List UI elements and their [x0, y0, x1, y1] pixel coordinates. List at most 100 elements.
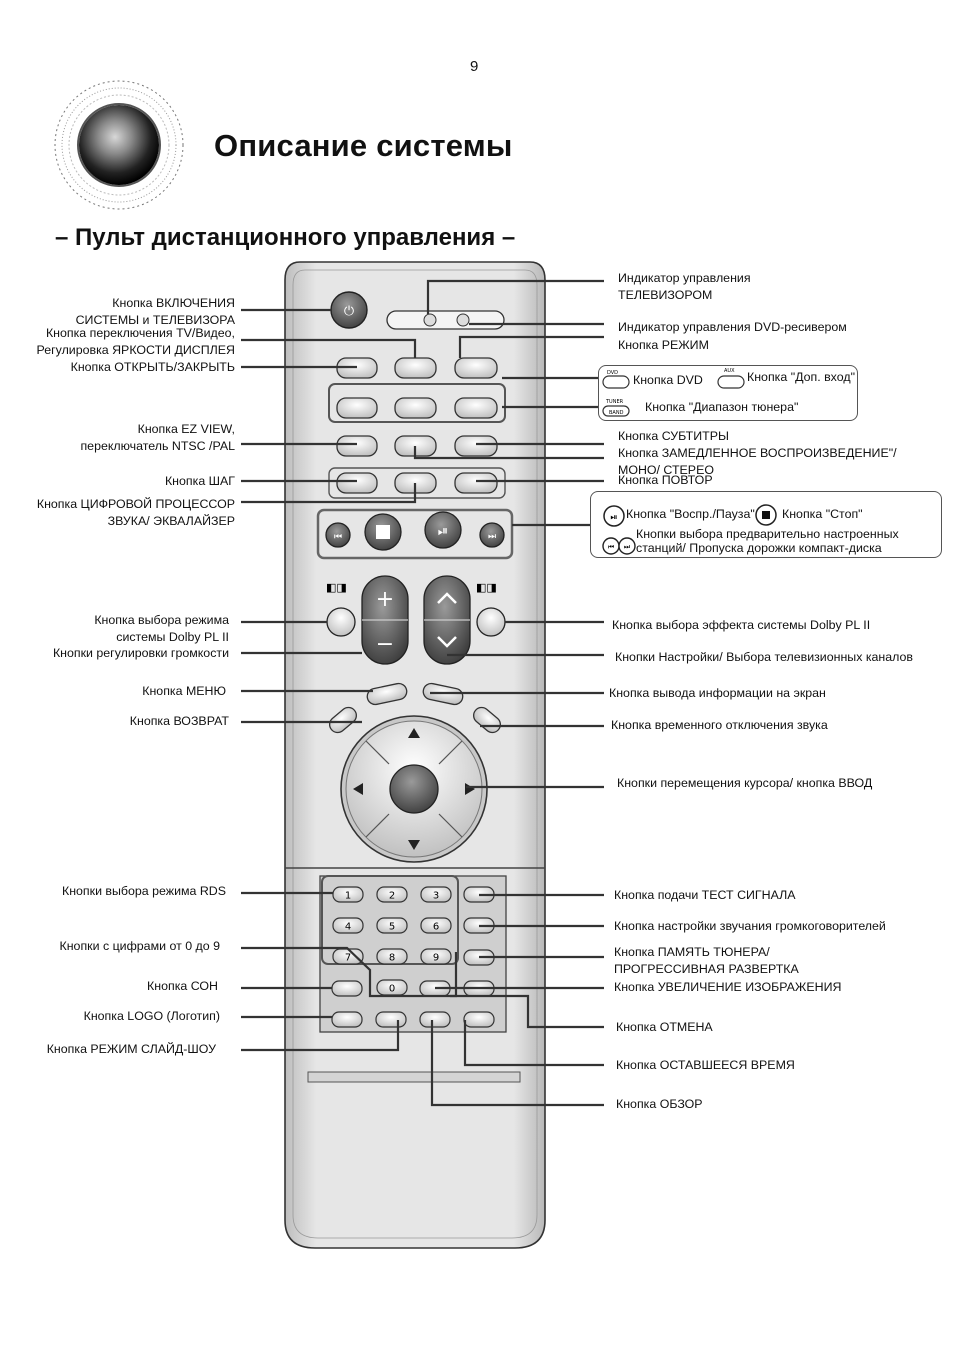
label-cursor: Кнопки перемещения курсора/ кнопка ВВОД	[617, 776, 873, 790]
dolby-left-icon: ◧◨	[326, 581, 347, 594]
power-button[interactable]: ⏻	[330, 291, 368, 329]
label-dvd-indicator: Индикатор управления DVD-ресивером	[618, 320, 847, 334]
label-skip-2: станций/ Пропуска дорожки компакт-диска	[636, 541, 882, 555]
channel-up-icon	[437, 592, 457, 604]
number-key-4[interactable]	[332, 917, 364, 934]
svg-text:⏭: ⏭	[488, 532, 496, 542]
label-info: Кнопка вывода информации на экран	[609, 686, 826, 700]
number-key-label: 7	[345, 953, 351, 964]
number-key-label: 8	[389, 953, 395, 964]
label-remain: Кнопка ОСТАВШЕЕСЯ ВРЕМЯ	[616, 1058, 795, 1072]
svg-text:DVD: DVD	[607, 370, 618, 376]
label-sleep: Кнопка СОН	[147, 979, 218, 993]
label-aux-button: Кнопка "Доп. вход"	[747, 370, 855, 384]
speaker-icon	[54, 80, 184, 210]
page-number: 9	[470, 58, 479, 75]
label-info-digest: Кнопка ОБЗОР	[616, 1097, 703, 1111]
label-cancel: Кнопка ОТМЕНА	[616, 1020, 713, 1034]
number-key-label: 1	[345, 891, 351, 902]
svg-text:BAND: BAND	[609, 410, 624, 416]
number-key-6[interactable]	[420, 917, 452, 934]
label-tv-video: Кнопка переключения TV/Видео,Регулировка…	[36, 326, 235, 357]
number-key-label: 2	[389, 891, 395, 902]
label-tuning: Кнопки Настройки/ Выбора телевизионных к…	[615, 650, 913, 664]
number-key-2[interactable]	[376, 886, 408, 903]
svg-text:⏯: ⏯	[438, 524, 448, 539]
number-key-label: 3	[433, 891, 439, 902]
label-volume: Кнопки регулировки громкости	[52, 646, 229, 660]
arrow-up-icon	[408, 728, 420, 738]
label-logo: Кнопка LOGO (Логотип)	[83, 1009, 220, 1023]
cursor-pad[interactable]	[340, 715, 488, 863]
aux-button[interactable]	[394, 397, 437, 419]
svg-text:⏯: ⏯	[610, 513, 617, 523]
label-mute: Кнопка временного отключения звука	[611, 718, 828, 732]
remain-button[interactable]	[463, 1011, 495, 1028]
repeat-button[interactable]	[454, 472, 498, 494]
label-dvd-button: Кнопка DVD	[633, 373, 703, 387]
number-key-1[interactable]	[332, 886, 364, 903]
page-subtitle: – Пульт дистанционного управления –	[55, 224, 516, 251]
skip-forward-button[interactable]	[479, 522, 505, 548]
number-key-3[interactable]	[420, 886, 452, 903]
return-button[interactable]	[326, 704, 359, 736]
number-key-label: 9	[433, 953, 439, 964]
number-key-label: 5	[389, 922, 395, 933]
subtitle-button[interactable]	[454, 435, 498, 457]
label-stop: Кнопка "Стоп"	[782, 507, 863, 521]
dvd-indicator-light	[456, 313, 470, 327]
label-numbers: Кнопки с цифрами от 0 до 9	[59, 939, 221, 953]
enter-button[interactable]	[389, 764, 439, 814]
volume-up-icon: +	[376, 587, 394, 612]
label-repeat: Кнопка ПОВТОР	[618, 473, 713, 487]
mode-callout-box	[598, 365, 858, 421]
channel-down-icon	[437, 636, 457, 648]
label-test-tone: Кнопка подачи ТЕСТ СИГНАЛА	[614, 888, 796, 902]
number-key-9[interactable]	[420, 948, 452, 965]
dolby-right-icon: ◧◨	[476, 581, 497, 594]
number-key-8[interactable]	[376, 948, 408, 965]
svg-text:⏮: ⏮	[608, 543, 614, 551]
mode-button[interactable]	[454, 357, 498, 379]
logo-button[interactable]	[331, 1011, 363, 1028]
svg-text:AUX: AUX	[724, 368, 735, 374]
play-pause-button[interactable]	[424, 511, 462, 549]
label-ez-view: Кнопка EZ VIEW,переключатель NTSC /PAL	[80, 422, 235, 453]
left-callout-lines	[241, 308, 458, 1052]
tuner-band-button[interactable]	[454, 397, 498, 419]
svg-text:TUNER: TUNER	[605, 399, 624, 405]
svg-text:⏮: ⏮	[334, 532, 342, 542]
number-key-5[interactable]	[376, 917, 408, 934]
right-callout-lines	[413, 279, 604, 1107]
step-button[interactable]	[336, 472, 378, 494]
ez-view-button[interactable]	[336, 435, 378, 457]
page-title: Описание системы	[214, 128, 513, 163]
volume-down-icon: −	[376, 632, 394, 657]
label-menu: Кнопка МЕНЮ	[142, 684, 226, 698]
label-step: Кнопка ШАГ	[164, 474, 235, 488]
tv-indicator-light	[423, 313, 437, 327]
label-tuner-memory: Кнопка ПАМЯТЬ ТЮНЕРА/ПРОГРЕССИВНАЯ РАЗВЕ…	[614, 945, 799, 976]
label-dolby-effect: Кнопка выбора эффекта системы Dolby PL I…	[612, 618, 871, 632]
speaker-logo	[52, 78, 187, 213]
label-return: Кнопка ВОЗВРАТ	[129, 714, 229, 728]
skip-back-button[interactable]	[325, 522, 351, 548]
label-slide-mode: Кнопка РЕЖИМ СЛАЙД-ШОУ	[46, 1042, 216, 1056]
number-key-label: 4	[345, 922, 351, 933]
label-mode: Кнопка РЕЖИМ	[618, 338, 709, 352]
label-rds: Кнопки выбора режима RDS	[61, 884, 226, 898]
menu-button[interactable]	[366, 682, 408, 706]
info-digest-button[interactable]	[419, 1011, 451, 1028]
label-sound-edit: Кнопка настройки звучания громкоговорите…	[614, 919, 886, 933]
number-key-label: 0	[389, 984, 395, 995]
label-band-button: Кнопка "Диапазон тюнера"	[645, 400, 799, 414]
dvd-button[interactable]	[336, 397, 378, 419]
arrow-left-icon	[353, 783, 363, 795]
